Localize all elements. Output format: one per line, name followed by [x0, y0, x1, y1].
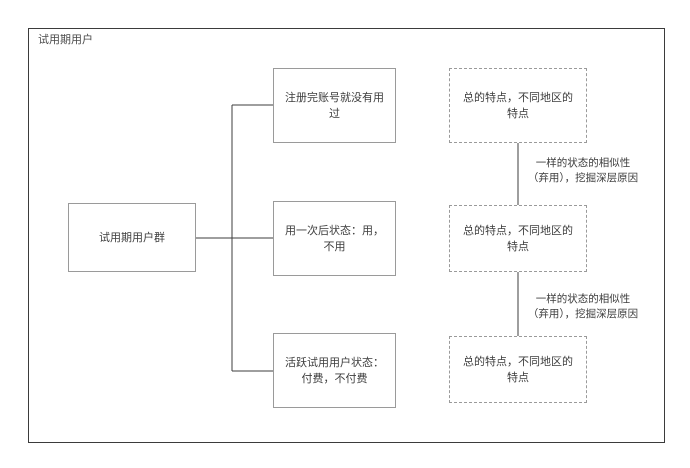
edge-label-similarity-1: 一样的状态的相似性（弃用），挖掘深层原因 — [524, 155, 642, 187]
node-dashed-2-label: 总的特点，不同地区的特点 — [463, 224, 573, 253]
node-middle-2-label: 用一次后状态：用，不用 — [285, 224, 384, 253]
node-dashed-characteristics-2[interactable]: 总的特点，不同地区的特点 — [449, 205, 587, 272]
node-root-label: 试用期用户群 — [99, 231, 165, 244]
node-dashed-1-label: 总的特点，不同地区的特点 — [463, 91, 573, 120]
frame-title: 试用期用户 — [38, 34, 93, 46]
node-middle-after-one-use-state[interactable]: 用一次后状态：用，不用 — [273, 201, 396, 276]
node-middle-3-label: 活跃试用用户状态：付费，不付费 — [285, 356, 384, 385]
node-middle-active-trial-user-state[interactable]: 活跃试用用户状态：付费，不付费 — [273, 333, 396, 408]
node-root-trial-user-group[interactable]: 试用期用户群 — [68, 203, 196, 272]
outer-frame-container — [28, 28, 665, 443]
node-middle-1-label: 注册完账号就没有用过 — [285, 91, 384, 120]
edge-label-similarity-2: 一样的状态的相似性（弃用），挖掘深层原因 — [524, 291, 642, 323]
node-dashed-characteristics-3[interactable]: 总的特点，不同地区的特点 — [449, 336, 587, 403]
node-middle-registered-never-used[interactable]: 注册完账号就没有用过 — [273, 68, 396, 143]
node-dashed-characteristics-1[interactable]: 总的特点，不同地区的特点 — [449, 68, 587, 143]
node-dashed-3-label: 总的特点，不同地区的特点 — [463, 355, 573, 384]
